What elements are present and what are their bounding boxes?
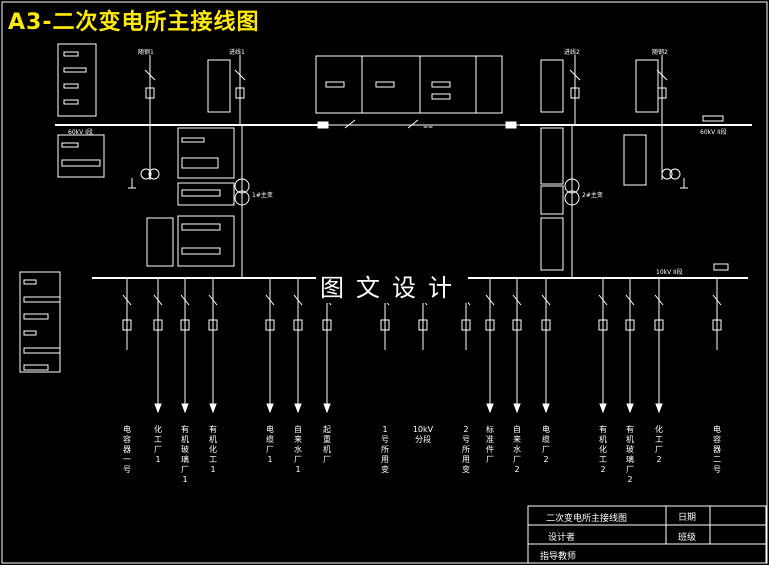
feeder-switch (654, 294, 664, 306)
feeder-arrow (209, 403, 217, 414)
title-block-class-label: 班级 (678, 533, 697, 543)
feeder-label: 电缆厂1 (266, 425, 274, 464)
feeder-label: 2号所用变 (462, 425, 470, 474)
feeder-breaker (541, 319, 551, 331)
feeder-arrow (323, 403, 331, 414)
incoming-feeders (144, 55, 668, 125)
feeder-switch (208, 294, 218, 306)
feeder-switch (541, 294, 551, 306)
right-top-blocks (540, 59, 729, 271)
title-block-advisor-label: 指导教师 (540, 552, 577, 562)
bus-60kv-i-label: 60kV I段 (68, 129, 93, 136)
bus-tie-breaker (317, 121, 329, 129)
feeder-breaker (461, 319, 471, 331)
center-cabinet-slot1 (325, 81, 345, 88)
feeder-breaker (512, 319, 522, 331)
title-block-designer-label: 设计者 (548, 533, 576, 543)
center-cabinet-slot2 (375, 81, 395, 88)
bus-60kv-ii-label: 60kV II段 (700, 129, 727, 136)
feeder-arrow (626, 403, 634, 414)
feeder-label-right-2: 进线2 (564, 49, 580, 56)
watermark-text: 图文设计 (316, 268, 468, 303)
feeder-switch (485, 294, 495, 306)
feeder-label: 起重机厂 (323, 425, 331, 464)
feeder-breaker (153, 319, 163, 331)
feeder-arrow (154, 403, 162, 414)
feeder-breaker (122, 319, 132, 331)
feeder-breaker (380, 319, 390, 331)
center-cabinet-slot4 (431, 93, 451, 100)
feeder-label: 电容器一号 (123, 425, 131, 474)
center-cabinet (315, 55, 503, 114)
feeder-label: 电缆厂2 (542, 425, 550, 464)
feeder-arrow (181, 403, 189, 414)
transformer-1-label: 1#主变 (252, 192, 273, 199)
feeder-breaker (418, 319, 428, 331)
feeder-label: 有机玻璃厂1 (181, 425, 189, 484)
feeder-label-left-1: 随钢1 (138, 49, 154, 56)
feeder-breaker (654, 319, 664, 331)
feeder-arrow (294, 403, 302, 414)
feeder-breaker (712, 319, 722, 331)
feeder-breaker (598, 319, 608, 331)
transformer-2-label: 2#主变 (582, 192, 603, 199)
feeder-breaker (625, 319, 635, 331)
bus-tie-switch (344, 119, 356, 129)
bus-10kv-ii-label: 10kV II段 (656, 269, 683, 276)
transformer-branches (128, 125, 688, 278)
feeder-switch (153, 294, 163, 306)
title-block-date-label: 日期 (678, 513, 697, 523)
feeder-label: 化工厂2 (655, 425, 663, 464)
feeder-label: 标准件厂 (486, 425, 494, 464)
feeder-label: 10kV分段 (412, 425, 434, 444)
feeder-switch (180, 294, 190, 306)
feeder-label-left-2: 进线1 (229, 49, 245, 56)
feeder-switch (625, 294, 635, 306)
feeder-label: 有机玻璃厂2 (626, 425, 634, 484)
feeder-label: 自来水厂2 (513, 425, 521, 474)
bus-tie-switch-2 (407, 119, 419, 129)
feeder-label: 化工厂1 (154, 425, 162, 464)
feeder-switch (265, 294, 275, 306)
feeder-label: 有机化工1 (209, 425, 217, 474)
left-top-blocks (57, 43, 235, 267)
bus-tie-breaker-2 (505, 121, 517, 129)
center-cabinet-slot3 (431, 81, 451, 88)
feeder-label-right-1: 随钢2 (652, 49, 668, 56)
feeder-switch (512, 294, 522, 306)
feeder-arrow (266, 403, 274, 414)
feeder-label: 自来水厂1 (294, 425, 302, 474)
feeder-switch (712, 294, 722, 306)
feeder-breaker (265, 319, 275, 331)
feeder-arrow (513, 403, 521, 414)
feeder-switch (122, 294, 132, 306)
feeder-arrow (599, 403, 607, 414)
outgoing-feeder-lines (122, 278, 722, 414)
feeder-breaker (485, 319, 495, 331)
feeder-arrow (542, 403, 550, 414)
feeder-label: 有机化工2 (599, 425, 607, 474)
left-side-blocks (19, 271, 61, 373)
feeder-switch (598, 294, 608, 306)
feeder-arrow (486, 403, 494, 414)
feeder-breaker (293, 319, 303, 331)
bus-60kv-ii-label-tick: ≡≡ (423, 123, 433, 130)
drawing-title: A3-二次变电所主接线图 (8, 10, 260, 35)
feeder-label: 电容器二号 (713, 425, 721, 474)
feeder-breaker (322, 319, 332, 331)
feeder-label: 1号所用变 (381, 425, 389, 474)
feeder-breaker (208, 319, 218, 331)
feeder-breaker (180, 319, 190, 331)
feeder-switch (293, 294, 303, 306)
title-block-frame (527, 505, 767, 564)
feeder-arrow (655, 403, 663, 414)
title-block-drawing-name: 二次变电所主接线图 (546, 514, 628, 524)
